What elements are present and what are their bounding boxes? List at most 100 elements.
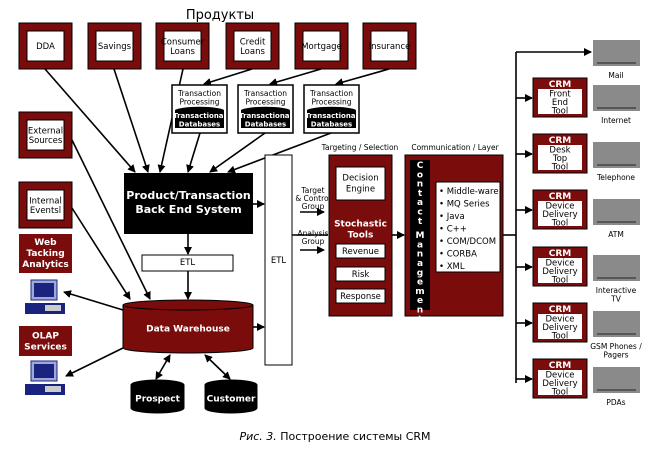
middleware-item: • Java	[439, 212, 465, 222]
crm-badge: CRM	[549, 305, 572, 315]
channel-label: ATM	[608, 230, 624, 239]
channel-label: PDAs	[606, 398, 625, 407]
web-tracking-analytics[interactable]	[19, 234, 72, 273]
middleware-item: • Middle-ware	[439, 187, 499, 197]
data-warehouse-label: Data Warehouse	[146, 325, 230, 335]
arrow	[71, 207, 131, 300]
crm-tool-1[interactable]: CRM	[532, 77, 588, 118]
stochastic-item-label: Response	[340, 292, 381, 302]
product-dda[interactable]	[18, 22, 73, 70]
crm-badge: CRM	[549, 249, 572, 259]
internal-events[interactable]	[18, 181, 73, 229]
crm-tool-5[interactable]: CRM	[532, 302, 588, 343]
etl-tall[interactable]	[264, 154, 293, 366]
etl-small-label: ETL	[180, 258, 196, 268]
channel-atm	[593, 199, 640, 225]
computer-icon	[25, 279, 65, 314]
computer-icon	[25, 360, 65, 395]
product-dda-label: DDA	[36, 42, 55, 52]
crm-tool-2[interactable]: CRM	[532, 133, 588, 174]
product-insurance[interactable]	[362, 22, 417, 70]
decision-engine[interactable]	[335, 166, 386, 201]
product-insurance-label: Insurance	[369, 42, 411, 52]
crm-badge: CRM	[549, 361, 572, 371]
middleware-item: • XML	[439, 262, 465, 272]
stochastic-item-revenue[interactable]	[335, 243, 386, 259]
product-consumer-loans[interactable]	[155, 22, 210, 70]
arrow	[63, 290, 124, 311]
external-sources[interactable]	[18, 111, 73, 159]
figure-caption: Рис. 3. Построение системы CRM	[239, 430, 430, 443]
arrow	[204, 354, 231, 380]
middleware-item: • CORBA	[439, 250, 477, 260]
product-savings-label: Savings	[98, 42, 132, 52]
middleware-item: • MQ Series	[439, 200, 490, 210]
middleware-item: • COM/DCOM	[439, 237, 496, 247]
arrow	[186, 132, 201, 173]
channel-internet	[593, 85, 640, 111]
product-savings[interactable]	[87, 22, 142, 70]
data-warehouse[interactable]	[122, 299, 254, 354]
stochastic-item-label: Revenue	[342, 247, 379, 257]
channel-pdas	[593, 367, 640, 393]
stochastic-item-risk[interactable]	[335, 266, 386, 282]
arrow	[44, 68, 136, 173]
arrow	[203, 68, 253, 86]
targeting-selection-header: Targeting / Selection	[321, 143, 399, 152]
channel-telephone	[593, 142, 640, 168]
crm-tool-6[interactable]: CRM	[532, 358, 588, 399]
arrow	[65, 347, 124, 377]
crm-tool-4[interactable]: CRM	[532, 246, 588, 287]
etl-small[interactable]	[141, 254, 234, 272]
channel-interactive	[593, 255, 640, 281]
transaction-processing-3[interactable]	[303, 84, 360, 134]
crm-tool-3[interactable]: CRM	[532, 189, 588, 230]
channel-mail	[593, 40, 640, 66]
product-mortgage[interactable]	[294, 22, 349, 70]
transaction-processing-2[interactable]	[237, 84, 294, 134]
product-credit-loans[interactable]	[225, 22, 280, 70]
crm-badge: CRM	[549, 192, 572, 202]
product-mortgage-label: Mortgage	[301, 42, 342, 52]
crm-badge: CRM	[549, 80, 572, 90]
customer-db[interactable]	[204, 379, 258, 414]
transaction-processing-1[interactable]	[171, 84, 228, 134]
stochastic-item-response[interactable]	[335, 288, 386, 304]
crm-badge: CRM	[549, 136, 572, 146]
arrow	[113, 68, 150, 173]
etl-tall-label: ETL	[271, 256, 287, 266]
arrow	[209, 132, 266, 173]
olap-services[interactable]	[19, 326, 72, 356]
channel-label: Mail	[608, 71, 623, 80]
arrow	[155, 354, 171, 380]
arrow	[227, 132, 332, 174]
channel-label: Internet	[601, 116, 631, 125]
prospect-db-label: Prospect	[135, 395, 180, 405]
arrow	[335, 68, 390, 86]
prospect-db[interactable]	[130, 379, 185, 414]
back-end-system[interactable]	[124, 173, 253, 234]
